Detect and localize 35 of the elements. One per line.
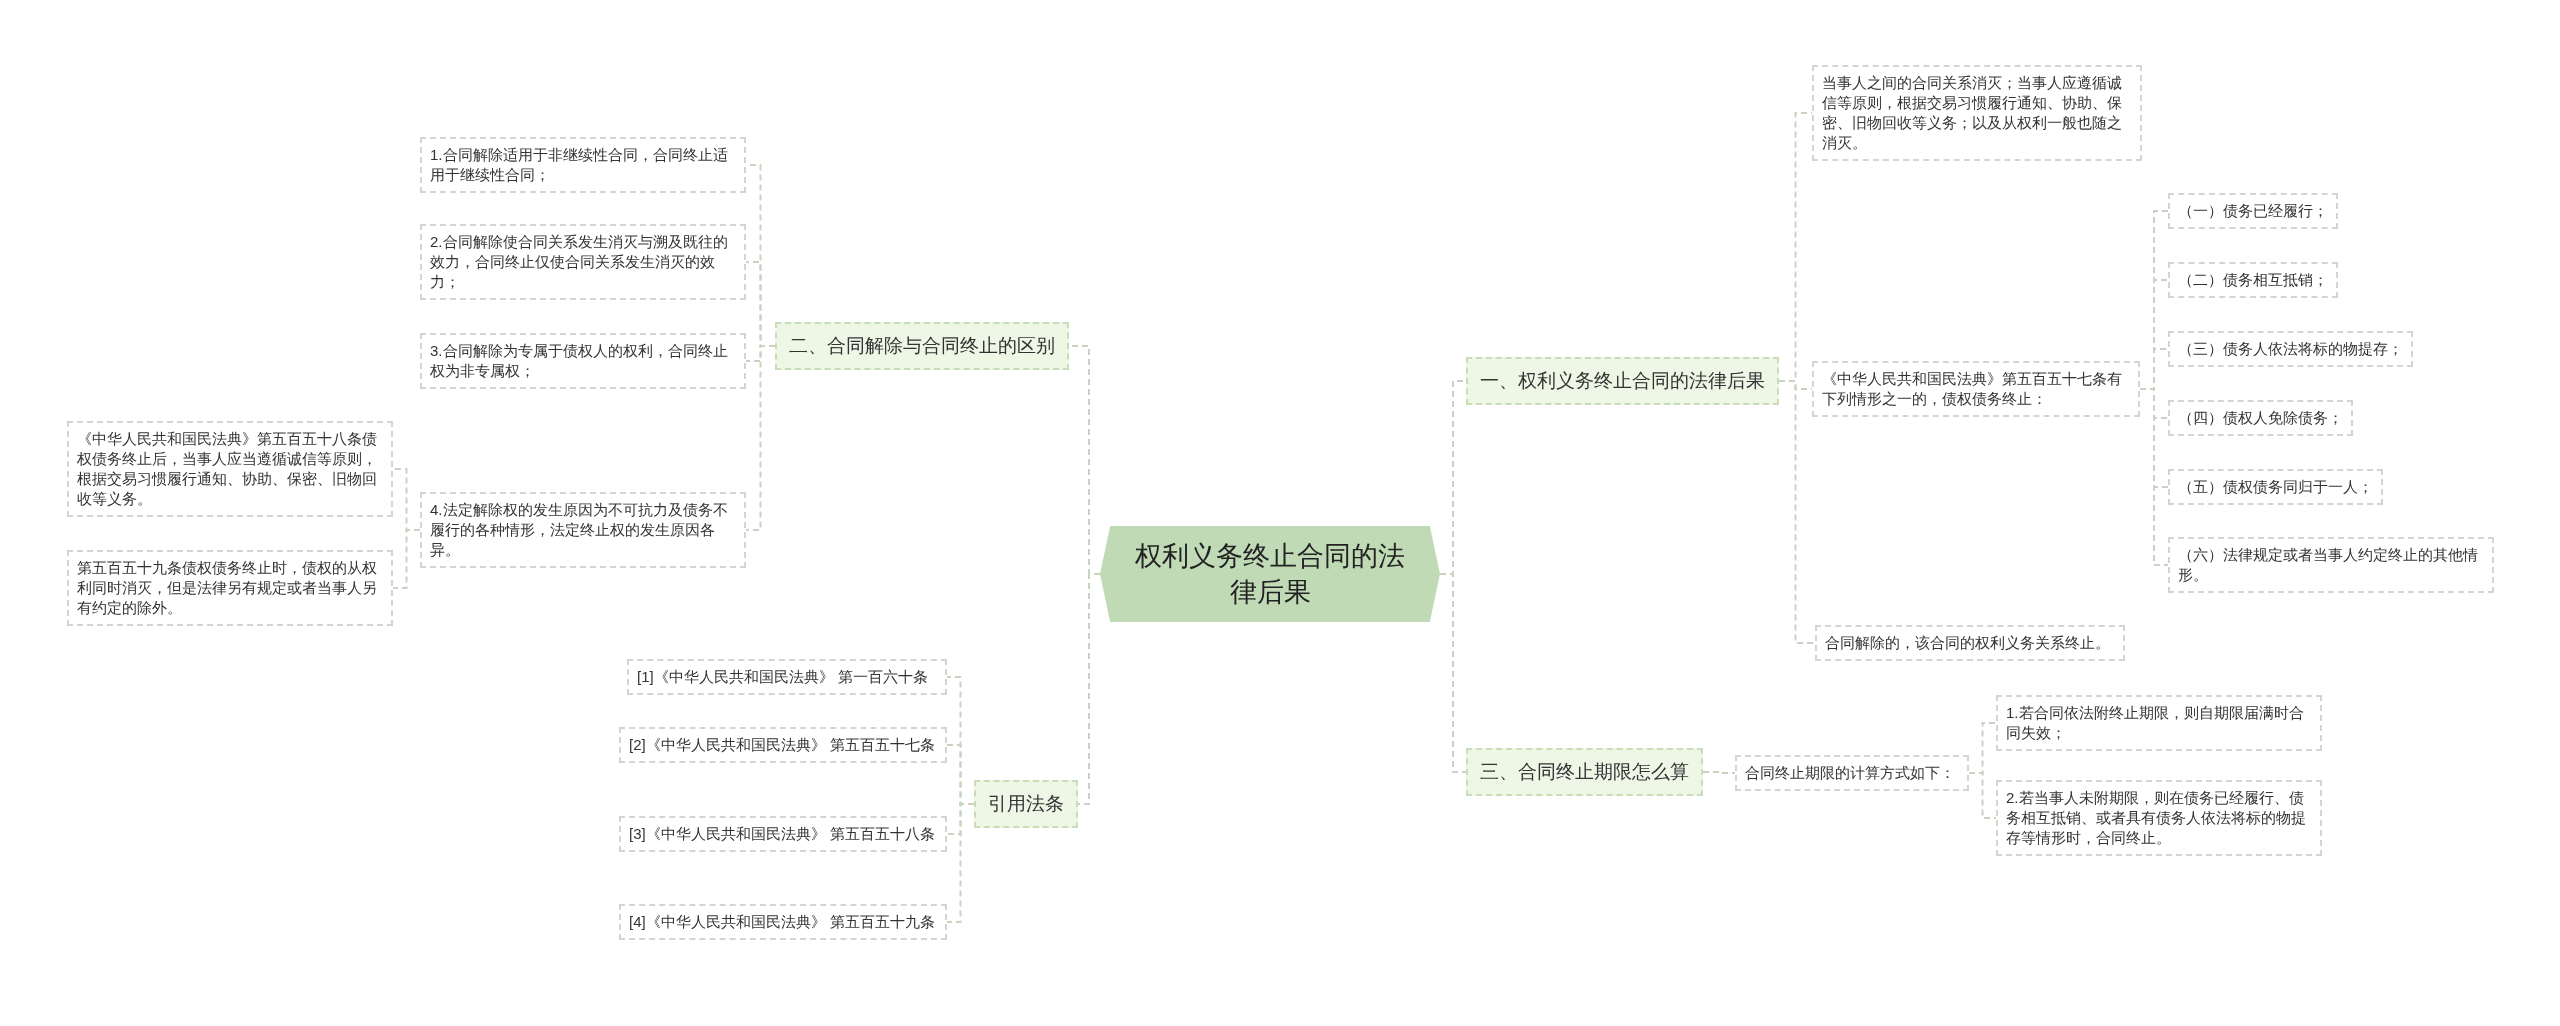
hexagon-node: 权利义务终止合同的法律后果 bbox=[1100, 526, 1440, 622]
note-box: （二）债务相互抵销； bbox=[2168, 262, 2338, 298]
connector-line bbox=[2139, 388, 2169, 566]
note-box: （一）债务已经履行； bbox=[2168, 193, 2338, 229]
topic-box: 引用法条 bbox=[974, 780, 1078, 828]
note-box: （四）债权人免除债务； bbox=[2168, 400, 2353, 436]
note-box: （三）债务人依法将标的物提存； bbox=[2168, 331, 2413, 367]
note-box: 2.若当事人未附期限，则在债务已经履行、债务相互抵销、或者具有债务人依法将标的物提存等情形时，合同终止。 bbox=[1996, 780, 2322, 856]
note-box: [2]《中华人民共和国民法典》 第五百五十七条 bbox=[619, 727, 947, 763]
connector-line bbox=[745, 345, 776, 531]
note-box: （六）法律规定或者当事人约定终止的其他情形。 bbox=[2168, 537, 2494, 593]
note-box: 《中华人民共和国民法典》第五百五十八条债权债务终止后，当事人应当遵循诚信等原则，根据交易习惯履行通知、协助、保密、旧物回收等义务。 bbox=[67, 421, 393, 517]
connector-line bbox=[1702, 771, 1736, 774]
note-box: [4]《中华人民共和国民法典》 第五百五十九条 bbox=[619, 904, 947, 940]
note-box: [1]《中华人民共和国民法典》 第一百六十条 bbox=[627, 659, 947, 695]
note-box: 3.合同解除为专属于债权人的权利，合同终止权为非专属权； bbox=[420, 333, 746, 389]
topic-box: 三、合同终止期限怎么算 bbox=[1466, 748, 1703, 796]
connector-line bbox=[1778, 380, 1816, 644]
note-box: （五）债权债务同归于一人； bbox=[2168, 469, 2383, 505]
note-box: 1.合同解除适用于非继续性合同，合同终止适用于继续性合同； bbox=[420, 137, 746, 193]
connector-line bbox=[1968, 772, 1997, 819]
topic-box: 一、权利义务终止合同的法律后果 bbox=[1466, 357, 1779, 405]
note-box: 合同终止期限的计算方式如下： bbox=[1735, 755, 1969, 791]
note-box: 2.合同解除使合同关系发生消灭与溯及既往的效力，合同终止仅使合同关系发生消灭的效力； bbox=[420, 224, 746, 300]
note-box: 当事人之间的合同关系消灭；当事人应遵循诚信等原则，根据交易习惯履行通知、协助、保密、旧物回收等义务；以及从权利一般也随之消灭。 bbox=[1812, 65, 2142, 161]
note-box: 4.法定解除权的发生原因为不可抗力及债务不履行的各种情形，法定终止权的发生原因各异。 bbox=[420, 492, 746, 568]
connector-line bbox=[392, 529, 421, 589]
topic-box: 二、合同解除与合同终止的区别 bbox=[775, 322, 1069, 370]
note-box: 《中华人民共和国民法典》第五百五十七条有下列情形之一的，债权债务终止： bbox=[1812, 361, 2140, 417]
note-box: [3]《中华人民共和国民法典》 第五百五十八条 bbox=[619, 816, 947, 852]
note-box: 1.若合同依法附终止期限，则自期限届满时合同失效； bbox=[1996, 695, 2322, 751]
note-box: 合同解除的，该合同的权利义务关系终止。 bbox=[1815, 625, 2125, 661]
connector-line bbox=[1439, 573, 1467, 773]
note-box: 第五百五十九条债权债务终止时，债权的从权利同时消灭，但是法律另有规定或者当事人另有约定的除外。 bbox=[67, 550, 393, 626]
connector-line bbox=[946, 803, 975, 923]
